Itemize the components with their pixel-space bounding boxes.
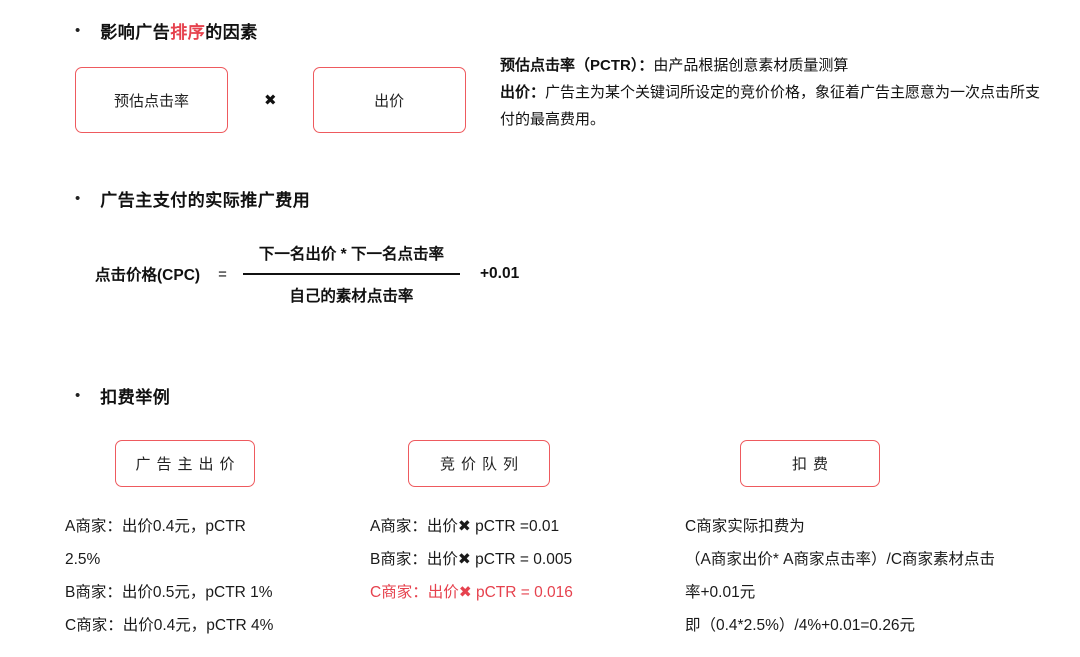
ranking-factors-diagram: 预估点击率 ✖ 出价 — [75, 67, 466, 133]
bullet-icon: • — [75, 387, 81, 404]
deduction-header-label: 扣费 — [791, 456, 834, 473]
bid-line-c: C商家：出价0.4元，pCTR 4% — [65, 617, 274, 634]
bid-definition-label: 出价： — [500, 84, 546, 101]
formula-lhs: 点击价格(CPC) — [95, 267, 201, 284]
deduction-line-1: C商家实际扣费为 — [685, 518, 805, 535]
cpc-formula: 点击价格(CPC) = 下一名出价 * 下一名点击率 自己的素材点击率 +0.0… — [95, 242, 519, 306]
queue-line-b: B商家：出价✖ pCTR = 0.005 — [370, 551, 573, 568]
bid-box: 出价 — [312, 67, 466, 133]
advertiser-bid-column: A商家：出价0.4元，pCTR 2.5% B商家：出价0.5元，pCTR 1% … — [65, 510, 315, 642]
section1-title-suffix: 的因素 — [205, 23, 258, 42]
bullet-icon: • — [75, 190, 81, 207]
bidding-queue-header-label: 竞价队列 — [439, 456, 524, 473]
section1-notes: 预估点击率（PCTR）：由产品根据创意素材质量测算 出价：广告主为某个关键词所设… — [500, 52, 1048, 133]
section1-title-row: • 影响广告排序的因素 — [75, 18, 258, 43]
section1-title-prefix: 影响广告 — [100, 23, 171, 42]
section2-title-row: • 广告主支付的实际推广费用 — [75, 186, 310, 211]
bid-definition-text: 广告主为某个关键词所设定的竞价价格，象征着广告主愿意为一次点击所支付的最高费用。 — [500, 84, 1041, 128]
pctr-definition-text: 由产品根据创意素材质量测算 — [653, 57, 849, 74]
deduction-column: C商家实际扣费为 （A商家出价* A商家点击率）/C商家素材点击 率+0.01元… — [685, 510, 1035, 642]
bid-definition: 出价：广告主为某个关键词所设定的竞价价格，象征着广告主愿意为一次点击所支付的最高… — [500, 79, 1048, 133]
queue-line-c-highlighted: C商家：出价✖ pCTR = 0.016 — [370, 584, 573, 601]
pctr-box-label: 预估点击率 — [113, 92, 189, 110]
advertiser-bid-header-box: 广告主出价 — [115, 440, 255, 487]
pctr-definition: 预估点击率（PCTR）：由产品根据创意素材质量测算 — [500, 52, 1048, 79]
bidding-queue-column: A商家：出价✖ pCTR =0.01 B商家：出价✖ pCTR = 0.005 … — [370, 510, 650, 609]
bullet-icon: • — [75, 22, 81, 39]
formula-constant: +0.01 — [479, 265, 520, 282]
queue-line-a: A商家：出价✖ pCTR =0.01 — [370, 518, 560, 535]
formula-fraction: 下一名出价 * 下一名点击率 自己的素材点击率 — [242, 242, 460, 306]
advertiser-bid-header-label: 广告主出价 — [135, 456, 241, 473]
bid-line-b: B商家：出价0.5元，pCTR 1% — [65, 584, 273, 601]
deduction-line-3: 即（0.4*2.5%）/4%+0.01=0.26元 — [685, 617, 916, 634]
formula-numerator: 下一名出价 * 下一名点击率 — [242, 242, 460, 275]
section2-title: 广告主支付的实际推广费用 — [100, 191, 311, 210]
bid-box-label: 出价 — [374, 92, 405, 110]
section3-title-row: • 扣费举例 — [75, 383, 170, 408]
section1-title-highlight: 排序 — [170, 23, 206, 42]
pctr-definition-label: 预估点击率（PCTR）： — [500, 57, 654, 74]
bidding-queue-header-box: 竞价队列 — [408, 440, 550, 487]
pctr-box: 预估点击率 — [75, 67, 228, 133]
equals-sign: = — [218, 265, 227, 283]
bid-line-a: A商家：出价0.4元，pCTR 2.5% — [65, 518, 246, 568]
deduction-line-2: （A商家出价* A商家点击率）/C商家素材点击 率+0.01元 — [685, 551, 996, 601]
formula-denominator: 自己的素材点击率 — [289, 288, 414, 305]
section3-title: 扣费举例 — [100, 388, 171, 407]
multiply-icon: ✖ — [264, 92, 277, 109]
deduction-header-box: 扣费 — [740, 440, 880, 487]
section1-title: 影响广告排序的因素 — [100, 18, 258, 43]
